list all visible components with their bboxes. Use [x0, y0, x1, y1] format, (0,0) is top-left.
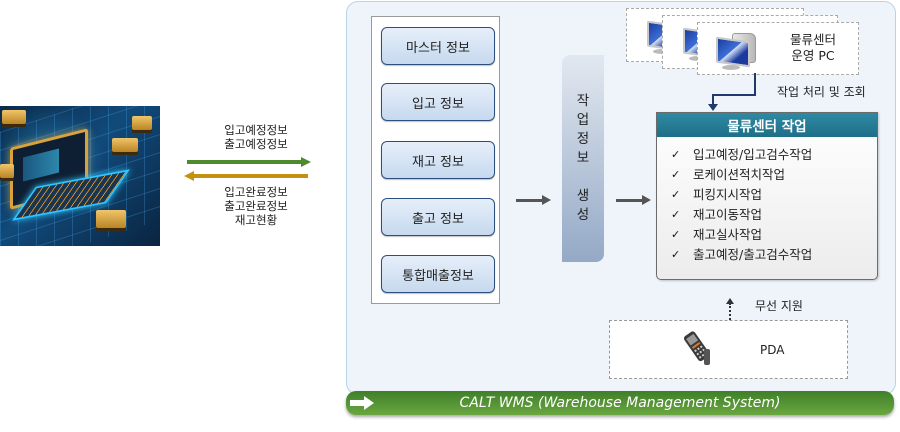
- wireless-label: 무선 지원: [755, 299, 803, 313]
- truck-icon: [2, 110, 26, 124]
- truck-icon: [112, 138, 138, 152]
- arrow-right-icon: [542, 195, 551, 205]
- outbound-info-label: 입고예정정보 출고예정정보: [196, 123, 316, 151]
- work-item: ✓로케이션적치작업: [671, 165, 877, 185]
- work-item: ✓재고실사작업: [671, 225, 877, 245]
- truck-icon: [0, 164, 14, 178]
- inbound-info-button[interactable]: 입고 정보: [381, 83, 495, 121]
- sales-info-button[interactable]: 통합매출정보: [381, 255, 495, 293]
- arrow-right-icon: [301, 157, 311, 167]
- inbound-arrow: [184, 171, 308, 181]
- truck-icon: [132, 116, 152, 130]
- inbound-info-label: 입고완료정보 출고완료정보 재고현황: [196, 185, 316, 227]
- check-icon: ✓: [671, 208, 681, 221]
- desktop-pc-icon: [716, 36, 750, 68]
- inbound-line-2: 출고완료정보: [224, 199, 288, 213]
- work-item: ✓출고예정/출고검수작업: [671, 245, 877, 265]
- work-item: ✓피킹지시작업: [671, 185, 877, 205]
- work-process-label: 작업 처리 및 조회: [777, 85, 866, 99]
- connector-line: [754, 73, 756, 95]
- work-box-title: 물류센터 작업: [657, 113, 877, 137]
- truck-icon: [96, 210, 126, 228]
- work-item: ✓재고이동작업: [671, 205, 877, 225]
- center-pc-card: 물류센터 운영 PC: [697, 22, 859, 75]
- inbound-line-3: 재고현황: [234, 213, 278, 227]
- info-column: 마스터 정보 입고 정보 재고 정보 출고 정보 통합매출정보: [371, 16, 500, 304]
- arrow-left-icon: [184, 171, 194, 181]
- check-icon: ✓: [671, 228, 681, 241]
- arrow-right-icon: [350, 396, 374, 410]
- wms-title-bar: CALT WMS (Warehouse Management System): [346, 391, 894, 415]
- arrow-down-icon: [708, 104, 718, 111]
- check-icon: ✓: [671, 168, 681, 181]
- work-list: ✓입고예정/입고검수작업 ✓로케이션적치작업 ✓피킹지시작업 ✓재고이동작업 ✓…: [657, 137, 877, 265]
- logistics-illustration: [0, 106, 160, 246]
- check-icon: ✓: [671, 188, 681, 201]
- flow-arrow-1: [516, 195, 551, 205]
- work-box: 물류센터 작업 ✓입고예정/입고검수작업 ✓로케이션적치작업 ✓피킹지시작업 ✓…: [656, 112, 878, 280]
- pda-label: PDA: [760, 343, 785, 357]
- work-item: ✓입고예정/입고검수작업: [671, 145, 877, 165]
- handheld-scanner-icon: [683, 331, 710, 365]
- check-icon: ✓: [671, 148, 681, 161]
- master-info-button[interactable]: 마스터 정보: [381, 27, 495, 65]
- outbound-line-2: 출고예정정보: [224, 137, 288, 151]
- arrow-right-icon: [642, 195, 651, 205]
- work-info-generation: 작 업 정 보 생 성: [562, 55, 604, 262]
- outbound-arrow: [187, 157, 311, 167]
- outbound-info-button[interactable]: 출고 정보: [381, 198, 495, 236]
- outbound-line-1: 입고예정정보: [224, 123, 288, 137]
- inbound-line-1: 입고완료정보: [224, 185, 288, 199]
- check-icon: ✓: [671, 248, 681, 261]
- arrow-up-icon: [726, 298, 734, 304]
- wms-title: CALT WMS (Warehouse Management System): [459, 395, 781, 411]
- connector-line: [712, 94, 714, 106]
- pda-box: PDA: [609, 320, 848, 379]
- inventory-info-button[interactable]: 재고 정보: [381, 141, 495, 179]
- flow-arrow-2: [616, 195, 651, 205]
- wireless-connector: [729, 303, 731, 320]
- center-pc-label: 물류센터 운영 PC: [789, 32, 836, 63]
- connector-line: [712, 94, 756, 96]
